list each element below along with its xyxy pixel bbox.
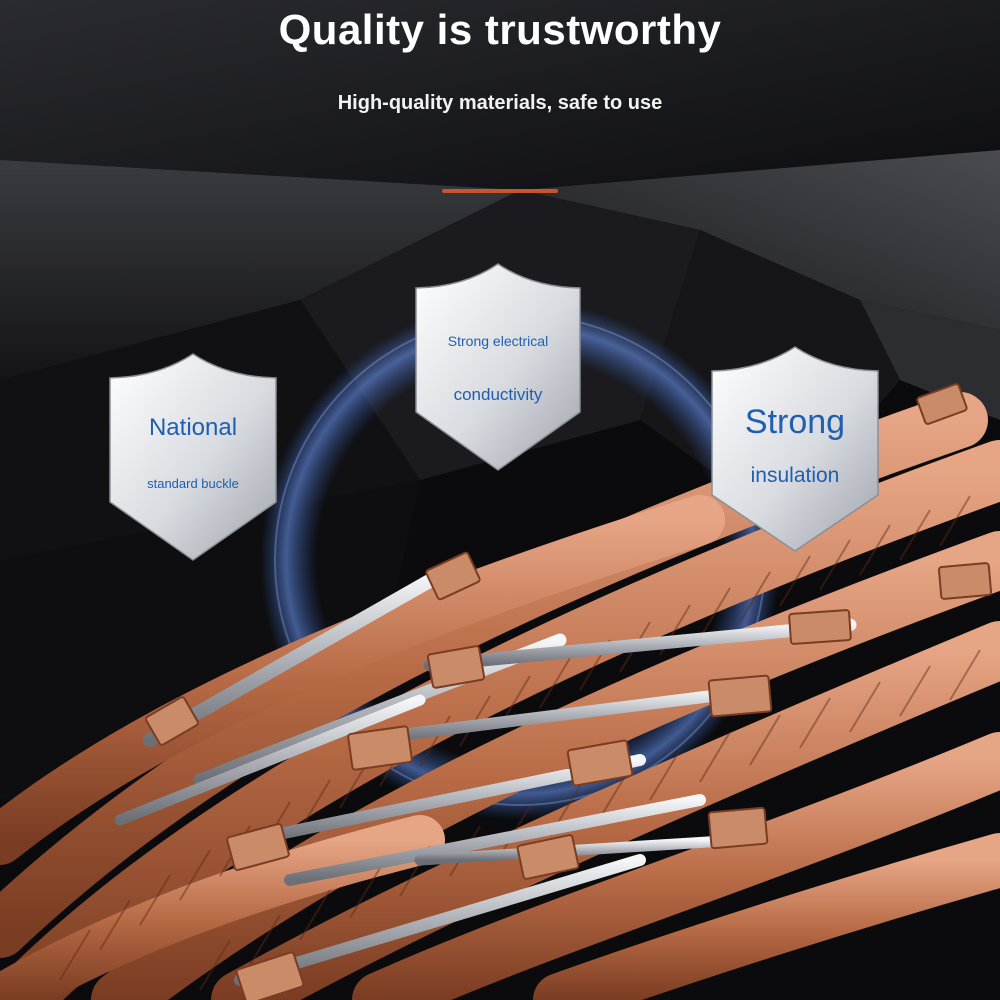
shield-icon [415, 263, 581, 471]
page-subtitle: High-quality materials, safe to use [337, 92, 663, 114]
badge-electrical-conductivity: Strong electrical conductivity [414, 262, 582, 472]
badge-line2: standard buckle [147, 476, 239, 491]
badge-national-standard: National standard buckle [108, 352, 278, 562]
badge-line2: insulation [750, 464, 840, 487]
badge-line2: conductivity [453, 385, 543, 404]
badge-strong-insulation: Strong insulation [710, 345, 880, 553]
shield-icon [109, 353, 277, 561]
accent-divider [442, 189, 558, 193]
badge-line1: Strong electrical [447, 333, 549, 349]
page-title: Quality is trustworthy [278, 6, 722, 53]
badge-line1: Strong [744, 403, 846, 441]
shield-icon [711, 346, 879, 552]
badge-line1: National [148, 414, 238, 441]
